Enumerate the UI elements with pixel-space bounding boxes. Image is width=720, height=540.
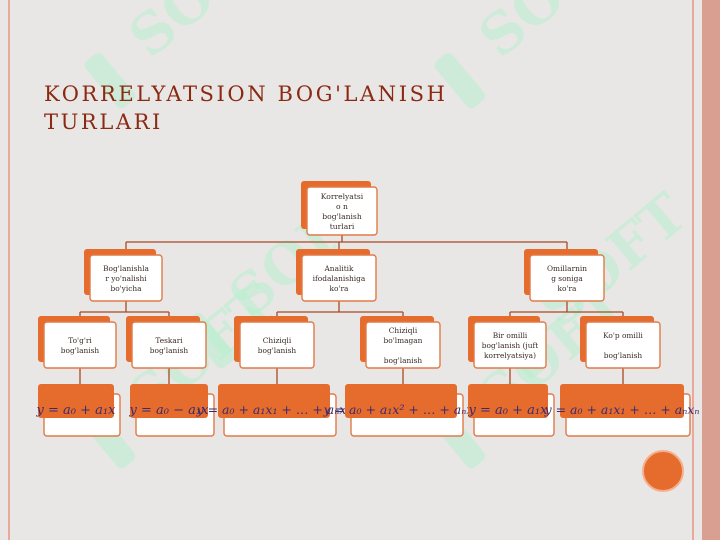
node-label-line: g soniga	[551, 274, 583, 283]
node-label-line: Korrelyatsi	[321, 192, 364, 201]
node-label-line: bog'lanish	[258, 346, 297, 355]
node-box	[43, 321, 117, 369]
formula-fill	[345, 384, 457, 418]
formula-text: y = a₀ + a₁x₁ + … + aₙxₙ	[196, 402, 352, 417]
node-label-line: To'g'ri	[68, 336, 92, 345]
node-formula: y = a₀ + a₁x₁ + … + aₙxₙ	[544, 384, 700, 437]
watermark-logo-mark	[434, 53, 486, 109]
node-box	[239, 321, 315, 369]
node-label-line: bog'lanish	[61, 346, 100, 355]
node-box	[585, 321, 661, 369]
formula-text: y = a₀ + a₁x	[36, 403, 117, 418]
node-box	[365, 321, 441, 369]
node-label-line: r yo'nalishi	[105, 274, 147, 283]
node-label-line: korrelyatsiya)	[484, 351, 536, 360]
node-label-line: ko'ra	[330, 284, 349, 293]
node-formula: y = a₀ + a₁x² + … + aₙxⁿ	[323, 384, 479, 437]
formula-text: y = a₀ + a₁x	[468, 403, 549, 418]
formula-fill	[218, 384, 330, 418]
formula-text: y = a₀ + a₁x² + … + aₙxⁿ	[323, 402, 479, 417]
node-formula: y = a₀ + a₁x	[468, 384, 555, 437]
node-box	[529, 254, 605, 302]
node-label-line: Bir omilli	[493, 331, 528, 340]
node-label-line: bog'lanish	[604, 351, 643, 360]
node-label-line: bo'lmagan	[384, 336, 423, 345]
right-accent-band	[702, 0, 720, 540]
node-label-line: bog'lanish	[322, 212, 362, 221]
node-label-line: Ko'p omilli	[603, 331, 643, 340]
node-box	[89, 254, 163, 302]
formula-text: y = a₀ − a₁x	[129, 403, 210, 418]
node-label-line: Omillarnin	[547, 264, 587, 273]
node-label-line: bog'lanish (juft	[482, 341, 538, 350]
node-label-line: o n	[336, 202, 348, 211]
node-label-line: ko'ra	[558, 284, 577, 293]
node-box	[131, 321, 207, 369]
node-box	[301, 254, 377, 302]
formula-fill	[560, 384, 684, 418]
node-label-line: turlari	[330, 222, 355, 231]
frame-line-right	[692, 0, 694, 540]
node-level2: Ko'p omilli bog'lanish	[580, 316, 661, 369]
node-label-line: Analitik	[323, 264, 354, 273]
node-formula: y = a₀ + a₁x₁ + … + aₙxₙ	[196, 384, 352, 437]
formula-text: y = a₀ + a₁x₁ + … + aₙxₙ	[544, 402, 700, 417]
formula-fill	[38, 384, 114, 418]
slide-title: KORRELYATSION BOG'LANISH TURLARI	[44, 80, 448, 136]
node-box	[306, 186, 378, 236]
formula-fill	[130, 384, 208, 418]
node-label-line: bo'yicha	[110, 284, 142, 293]
node-label-line: bog'lanish	[384, 356, 423, 365]
formula-fill	[468, 384, 548, 418]
node-box	[473, 321, 547, 369]
node-formula: y = a₀ − a₁x	[129, 384, 215, 437]
watermark-logo-mark	[84, 53, 136, 109]
node-label-line: ifodalanishiga	[313, 274, 366, 283]
node-label-line: bog'lanish	[150, 346, 189, 355]
node-label-line: Teskari	[155, 336, 183, 345]
node-formula: y = a₀ + a₁x	[36, 384, 121, 437]
node-label-line: Bog'lanishla	[103, 264, 149, 273]
frame-line-left	[8, 0, 10, 540]
node-label-line: Chiziqli	[263, 336, 292, 345]
slide-title-line1: KORRELYATSION BOG'LANISH	[44, 82, 448, 106]
slide-title-line2: TURLARI	[44, 110, 163, 134]
node-label-line: Chiziqli	[389, 326, 418, 335]
